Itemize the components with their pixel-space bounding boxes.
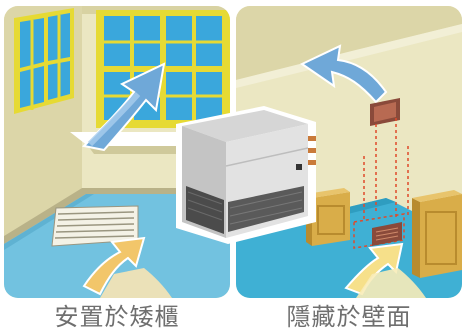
fan-coil-unit-icon bbox=[176, 106, 316, 244]
low-cabinet-scene bbox=[4, 6, 230, 298]
return-air-arrow bbox=[82, 236, 172, 298]
return-grille bbox=[51, 205, 139, 247]
supply-air-arrow bbox=[81, 62, 166, 152]
return-air-arrow bbox=[344, 242, 426, 298]
supply-air-arrow bbox=[300, 44, 388, 104]
pipe-connectors bbox=[296, 136, 316, 170]
low-cabinet-illustration bbox=[4, 6, 230, 298]
caption-concealed-wall: 隱藏於壁面 bbox=[286, 303, 412, 331]
ceiling bbox=[236, 6, 462, 80]
concealed-duct bbox=[353, 118, 409, 249]
side-window bbox=[14, 8, 74, 114]
return-grille bbox=[372, 222, 402, 246]
fan-coil-unit bbox=[168, 100, 318, 246]
duct-outlet bbox=[370, 98, 400, 126]
cabinet-right bbox=[412, 190, 462, 278]
caption-low-cabinet: 安置於矮櫃 bbox=[54, 303, 180, 331]
